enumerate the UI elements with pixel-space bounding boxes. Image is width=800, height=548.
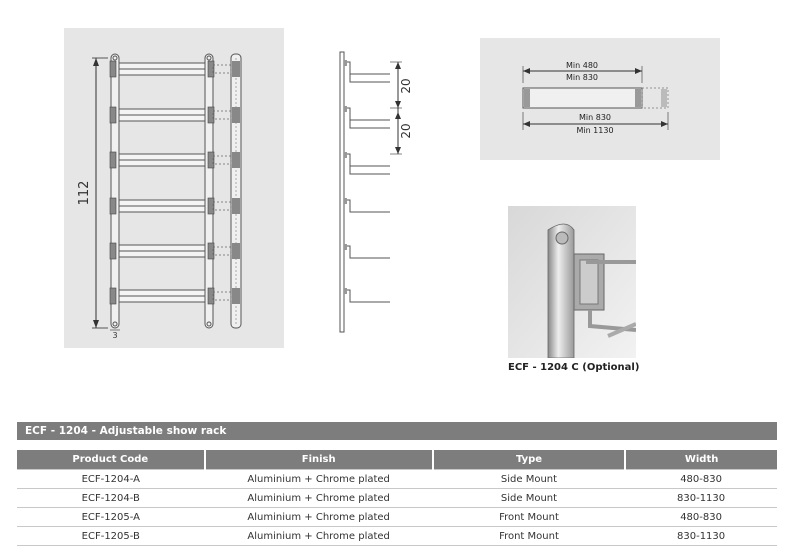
table-title-bar: ECF - 1204 - Adjustable show rack	[17, 422, 777, 440]
cell-finish: Aluminium + Chrome plated	[204, 526, 433, 546]
outer-max-label: Min 1130	[576, 126, 613, 135]
cell-finish: Aluminium + Chrome plated	[204, 507, 433, 527]
front-view-drawing: 112 3	[64, 28, 284, 348]
cell-width: 480-830	[625, 507, 777, 527]
table-row: ECF-1204-B Aluminium + Chrome plated Sid…	[17, 488, 777, 508]
cell-product-code: ECF-1205-B	[17, 526, 205, 546]
cell-type: Front Mount	[432, 526, 626, 546]
bracket-photo	[508, 206, 637, 359]
photo-caption: ECF - 1204 C (Optional)	[508, 362, 640, 373]
bottom-dimension-label: 3	[112, 331, 117, 340]
header-finish: Finish	[203, 450, 433, 470]
top-view-drawing: Min 480 Min 830 Min 830 Min 1130	[480, 38, 720, 160]
cell-type: Side Mount	[432, 469, 626, 489]
cell-product-code: ECF-1205-A	[17, 507, 205, 527]
cell-finish: Aluminium + Chrome plated	[204, 488, 433, 508]
inner-max-label: Min 830	[566, 73, 598, 82]
outer-min-label: Min 830	[579, 113, 611, 122]
table-row: ECF-1204-A Aluminium + Chrome plated Sid…	[17, 469, 777, 489]
header-type: Type	[431, 450, 626, 470]
spacing-label-bottom: 20	[399, 123, 413, 138]
cell-type: Front Mount	[432, 507, 626, 527]
inner-min-label: Min 480	[566, 61, 598, 70]
cell-finish: Aluminium + Chrome plated	[204, 469, 433, 489]
table-header-row: Product Code Finish Type Width	[17, 450, 777, 470]
cell-width: 830-1130	[625, 526, 777, 546]
spec-table: Product Code Finish Type Width ECF-1204-…	[17, 450, 777, 546]
cell-product-code: ECF-1204-B	[17, 488, 205, 508]
cell-product-code: ECF-1204-A	[17, 469, 205, 489]
table-row: ECF-1205-A Aluminium + Chrome plated Fro…	[17, 507, 777, 527]
side-view-drawing: 20 20	[330, 50, 420, 340]
table-row: ECF-1205-B Aluminium + Chrome plated Fro…	[17, 526, 777, 546]
table-title: ECF - 1204 - Adjustable show rack	[25, 425, 227, 437]
spacing-label-top: 20	[399, 78, 413, 93]
height-dimension-label: 112	[77, 181, 92, 206]
header-product-code: Product Code	[17, 450, 205, 470]
header-width: Width	[624, 450, 777, 470]
cell-width: 830-1130	[625, 488, 777, 508]
cell-type: Side Mount	[432, 488, 626, 508]
cell-width: 480-830	[625, 469, 777, 489]
